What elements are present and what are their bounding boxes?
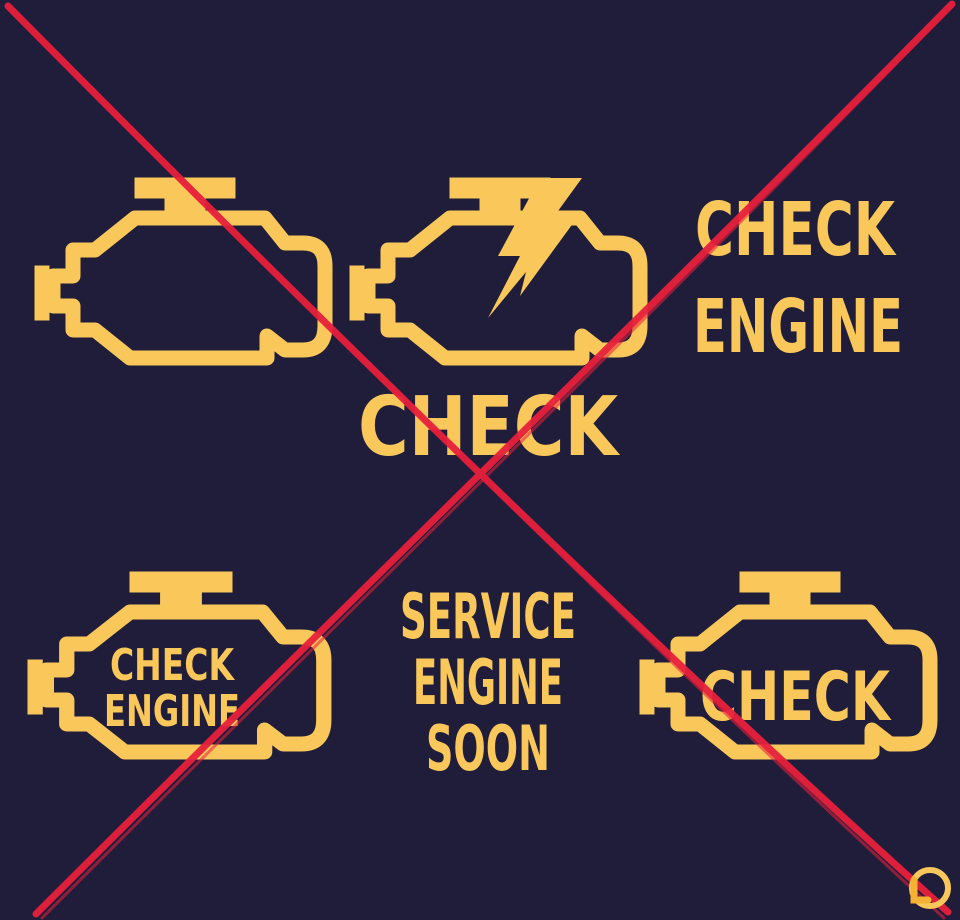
watermark-logo-icon bbox=[909, 867, 951, 909]
engine-outline-icon bbox=[35, 178, 325, 358]
engine-inner-line-2: ENGINE bbox=[104, 686, 240, 737]
service-line-3: SOON bbox=[426, 712, 550, 785]
engine-inner-check-text: CHECK bbox=[700, 658, 892, 737]
check-engine-text-label: CHECK ENGINE bbox=[693, 187, 903, 370]
check-engine-line-2: ENGINE bbox=[693, 284, 903, 370]
engine-inner-line-1: CHECK bbox=[110, 640, 235, 691]
engine-with-lightning-icon bbox=[350, 178, 640, 358]
service-line-2: ENGINE bbox=[413, 646, 563, 719]
service-line-1: SERVICE bbox=[400, 580, 576, 653]
red-x-cross-icon bbox=[4, 0, 956, 920]
lightning-bolt-icon bbox=[488, 178, 582, 318]
service-engine-soon-label: SERVICE ENGINE SOON bbox=[400, 580, 576, 785]
